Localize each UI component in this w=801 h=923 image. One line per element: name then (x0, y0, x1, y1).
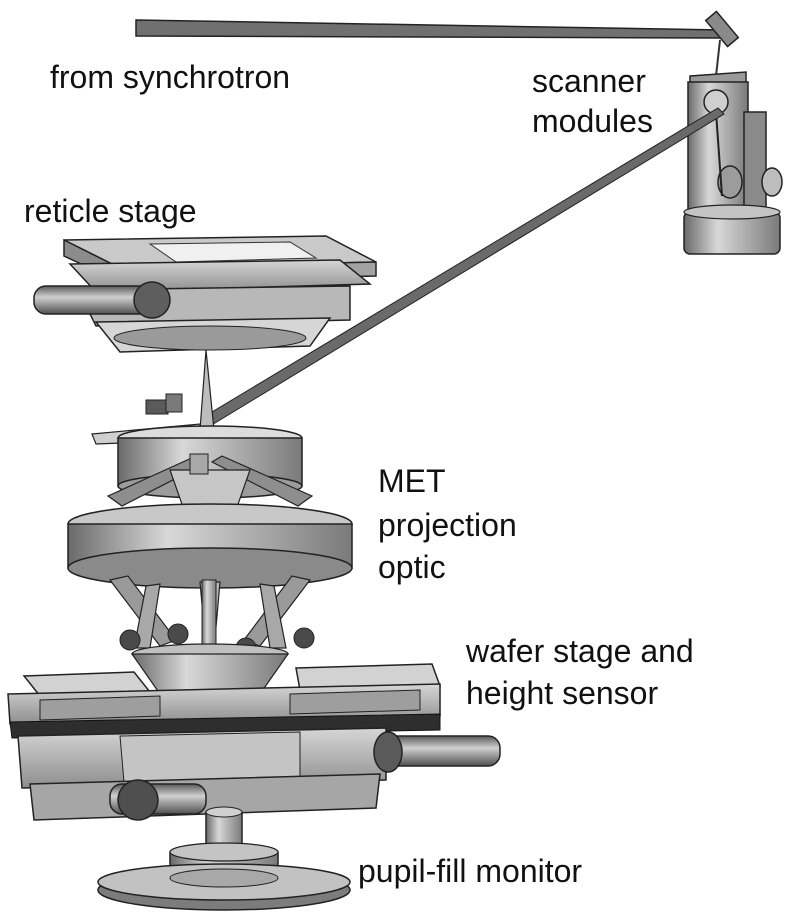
label-scanner-modules-line2: modules (532, 103, 653, 139)
label-wafer-stage-line2: height sensor (466, 675, 659, 711)
pupil-fill-monitor (97, 806, 351, 911)
synchrotron-beam (135, 10, 740, 77)
label-reticle-stage: reticle stage (24, 193, 197, 229)
label-scanner-modules-line1: scanner (532, 63, 646, 99)
label-pupil-fill-monitor: pupil-fill monitor (358, 853, 583, 889)
label-from-synchrotron: from synchrotron (50, 59, 291, 95)
label-met-line1: MET (378, 463, 446, 499)
scanner-modules (683, 71, 783, 255)
met-projection-optic (67, 349, 353, 695)
reticle-stage (33, 235, 377, 353)
wafer-stage (7, 663, 501, 821)
label-wafer-stage-line1: wafer stage and (466, 633, 694, 669)
label-met-line3: optic (378, 549, 446, 585)
label-met-line2: projection (378, 507, 517, 543)
